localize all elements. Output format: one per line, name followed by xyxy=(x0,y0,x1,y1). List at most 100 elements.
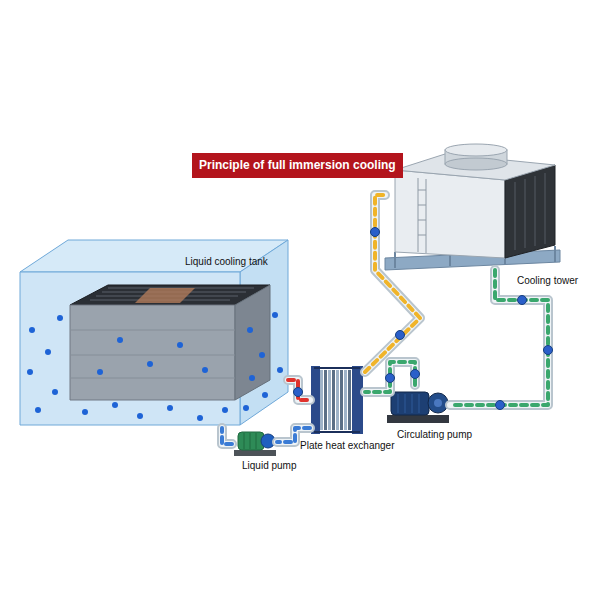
plate-heat-exchanger-part xyxy=(324,370,327,430)
pipe-casing xyxy=(277,428,310,442)
cooling-tank-part-part xyxy=(27,369,33,375)
valve-part xyxy=(371,228,380,237)
cooling-tank-part-part xyxy=(197,415,203,421)
circulating-pump-part xyxy=(391,392,429,415)
cooling-tower-part xyxy=(445,158,507,170)
plate-heat-exchanger-part xyxy=(340,370,343,430)
cooling-tank-part-part xyxy=(247,327,253,333)
liquid-pump xyxy=(234,432,276,456)
pipe-flow xyxy=(365,362,415,392)
cooling-tank-part-part xyxy=(167,405,173,411)
liquid-pump-part xyxy=(234,450,276,456)
pipe-casing xyxy=(288,380,310,400)
circulating-pump-part xyxy=(398,394,399,413)
liquid-pump-part xyxy=(244,433,245,449)
pipe-flow xyxy=(277,428,310,442)
cooling-tank-part-part xyxy=(29,327,35,333)
cooling-tower-part-part xyxy=(554,246,556,262)
circulating-pump-part xyxy=(405,394,406,413)
plate-heat-exchanger-part xyxy=(352,366,363,434)
cooling-tank-part-part xyxy=(70,330,235,331)
cooling-tank-part xyxy=(135,288,195,303)
pump-node: Circulating pump xyxy=(385,385,450,425)
pipe xyxy=(277,428,310,442)
cooling-tower-part-part xyxy=(525,179,526,248)
cooling-tank-part-part xyxy=(222,407,228,413)
cooling-tank-part xyxy=(235,285,270,400)
circulating-pump-part xyxy=(434,399,442,407)
cooling-tower-part-part xyxy=(418,178,419,252)
tank-node: Liquid cooling tank xyxy=(20,240,288,428)
circulating-pump-part xyxy=(387,415,449,423)
component-label: Cooling tower xyxy=(517,275,578,287)
cooling-tower-part xyxy=(515,173,545,250)
plate-heat-exchanger-part xyxy=(314,367,360,369)
component-label: Liquid pump xyxy=(242,460,296,472)
cooling-tank-part-part xyxy=(117,337,123,343)
cooling-tank-part-part xyxy=(82,409,88,415)
cooling-tower-part-part xyxy=(504,258,506,264)
pipe-casing xyxy=(222,428,232,444)
pipe xyxy=(450,270,548,405)
plate-heat-exchanger-part xyxy=(336,370,339,430)
pipe-flow xyxy=(222,428,232,444)
liquid-pump-part xyxy=(250,433,251,449)
cooling-tower-part xyxy=(505,165,555,258)
cooling-tank-part-part xyxy=(35,407,41,413)
valve-part xyxy=(411,370,420,379)
pipe-core xyxy=(222,428,232,444)
cooling-tank-part-part xyxy=(202,367,208,373)
pipe xyxy=(365,362,415,392)
cooling-tank-part-part xyxy=(112,402,118,408)
cooling-tower-part xyxy=(395,170,505,258)
circulating-pump-part xyxy=(419,394,420,413)
pipe-core xyxy=(450,270,548,405)
plate-heat-exchanger-part xyxy=(320,370,323,430)
valve-part xyxy=(396,331,405,340)
pipe-flow xyxy=(450,270,548,405)
cooling-tower-part-part xyxy=(418,205,426,206)
plate-heat-exchanger-part xyxy=(328,370,331,430)
liquid-pump-part xyxy=(256,433,257,449)
pipe xyxy=(288,380,310,400)
pipe-core xyxy=(277,428,310,442)
plate-heat-exchanger-part xyxy=(332,370,335,430)
plate-heat-exchanger-part xyxy=(348,370,351,430)
cooling-tank-part-part xyxy=(262,392,268,398)
cooling-tower-part-part xyxy=(418,190,426,191)
cooling-tower-part-part xyxy=(394,252,396,268)
cooling-tank-part-part xyxy=(70,378,235,379)
valve-part xyxy=(518,296,527,305)
exchanger-node: Plate heat exchanger xyxy=(310,365,365,435)
circulating-pump-part xyxy=(428,393,448,413)
pipe-core xyxy=(365,195,420,372)
tower-node: Cooling tower xyxy=(385,145,560,270)
cooling-tower-part-part xyxy=(449,255,451,266)
component-label: Liquid cooling tank xyxy=(185,256,268,268)
cooling-tank-part-part xyxy=(249,375,255,381)
valve-part xyxy=(544,346,553,355)
cooling-tank-part xyxy=(27,312,283,421)
cooling-tank-part-part xyxy=(52,389,58,395)
component-label: Circulating pump xyxy=(397,429,472,441)
pipe-core xyxy=(365,362,415,392)
pump-node: Liquid pump xyxy=(232,428,277,458)
plate-heat-exchanger-part xyxy=(314,431,360,433)
cooling-tower-part xyxy=(445,144,507,156)
cooling-tank xyxy=(20,240,288,425)
cooling-tower-part-part xyxy=(418,220,426,221)
cooling-tower-part-part xyxy=(535,176,536,246)
circulating-pump-part xyxy=(412,394,413,413)
cooling-tank-part-part xyxy=(147,361,153,367)
cooling-tank-part-part xyxy=(45,349,51,355)
cooling-tower-part-part xyxy=(515,182,516,250)
pipe-flow xyxy=(365,195,420,372)
cooling-tower xyxy=(385,144,560,270)
pipe-flow xyxy=(288,380,310,400)
cooling-tank-part-part xyxy=(97,369,103,375)
cooling-tank-part-part xyxy=(70,355,235,356)
circulating-pump xyxy=(387,392,449,423)
valve-part xyxy=(294,388,303,397)
